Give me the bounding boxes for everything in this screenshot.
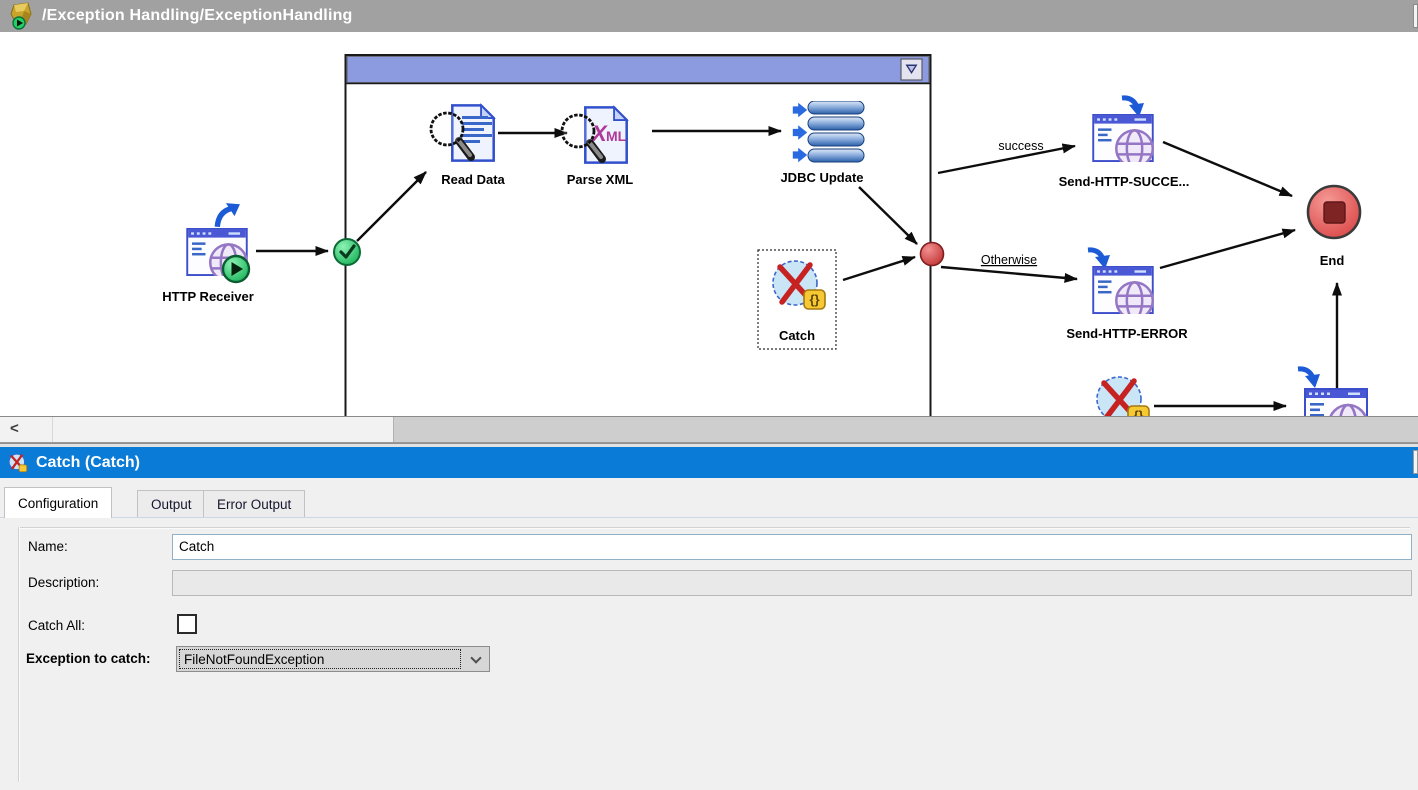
http-browser-icon bbox=[1304, 388, 1368, 416]
titlebar-corner-button[interactable] bbox=[1413, 4, 1418, 28]
description-label: Description: bbox=[28, 575, 100, 590]
panel-separator bbox=[0, 443, 1418, 447]
node-label: Send-HTTP-SUCCE... bbox=[1059, 174, 1190, 189]
svg-text:ML: ML bbox=[606, 128, 627, 144]
name-label: Name: bbox=[28, 539, 68, 554]
node-parse-xml[interactable]: X ML Parse XML bbox=[562, 106, 634, 187]
node-catch[interactable]: Catch bbox=[757, 249, 837, 350]
process-icon bbox=[10, 2, 32, 30]
tab-error-output[interactable]: Error Output bbox=[203, 490, 306, 517]
transition-catch-to-groupend[interactable] bbox=[842, 255, 916, 282]
node-read-data[interactable]: Read Data bbox=[431, 104, 506, 187]
transition-otherwise[interactable] bbox=[940, 265, 1078, 283]
node-send-http-error[interactable]: Send-HTTP-ERROR bbox=[1066, 250, 1188, 341]
play-badge-icon bbox=[221, 254, 251, 284]
inspector-title: Catch (Catch) bbox=[36, 453, 141, 471]
exception-dropdown[interactable]: FileNotFoundException bbox=[176, 646, 490, 672]
process-canvas: {} bbox=[0, 32, 1418, 416]
form-border-top bbox=[18, 527, 1410, 529]
node-http-receiver[interactable]: HTTP Receiver bbox=[162, 203, 254, 304]
node-label: Parse XML bbox=[567, 172, 634, 187]
group-end-icon[interactable] bbox=[919, 241, 945, 267]
transition-label-success[interactable]: success bbox=[998, 139, 1043, 153]
group-collapse-button[interactable] bbox=[900, 58, 923, 81]
http-browser-icon bbox=[1092, 266, 1154, 314]
svg-text:X: X bbox=[590, 121, 608, 146]
transition-success-to-end[interactable] bbox=[1162, 140, 1293, 198]
catch-icon bbox=[8, 453, 28, 472]
window-title: /Exception Handling/ExceptionHandling bbox=[42, 7, 353, 24]
description-input[interactable] bbox=[172, 570, 1412, 596]
node-label: End bbox=[1320, 253, 1345, 268]
starter-arrow-icon bbox=[217, 203, 240, 227]
transition-label-otherwise[interactable]: Otherwise bbox=[981, 253, 1037, 267]
node-bottom-catch[interactable] bbox=[1097, 377, 1149, 416]
tab-output[interactable]: Output bbox=[137, 490, 206, 517]
catch-icon bbox=[1097, 377, 1149, 416]
node-label: HTTP Receiver bbox=[162, 289, 254, 304]
exception-to-catch-label: Exception to catch: bbox=[26, 651, 151, 666]
chevron-down-icon[interactable] bbox=[462, 647, 489, 671]
catch-all-checkbox[interactable] bbox=[177, 614, 197, 634]
node-end[interactable]: End bbox=[1306, 184, 1362, 268]
exception-dropdown-value: FileNotFoundException bbox=[179, 649, 461, 669]
reply-arrow-icon bbox=[1298, 369, 1320, 388]
transition-error-to-end[interactable] bbox=[1159, 228, 1296, 270]
http-browser-icon bbox=[1092, 114, 1154, 162]
transition-start-to-readdata[interactable] bbox=[356, 171, 427, 242]
node-label: JDBC Update bbox=[780, 170, 863, 185]
inspector-corner-button[interactable] bbox=[1413, 450, 1418, 474]
window-titlebar: /Exception Handling/ExceptionHandling bbox=[0, 0, 1418, 32]
node-bottom-send-http[interactable] bbox=[1298, 369, 1368, 416]
node-send-http-success[interactable]: Send-HTTP-SUCCE... bbox=[1059, 98, 1190, 189]
transition-jdbc-to-groupend[interactable] bbox=[858, 186, 918, 245]
form-border-left bbox=[18, 527, 20, 782]
group-start-icon[interactable] bbox=[333, 238, 361, 266]
scrollbar-thumb[interactable] bbox=[52, 417, 394, 442]
transition-success[interactable] bbox=[937, 143, 1076, 175]
name-input[interactable]: Catch bbox=[172, 534, 1412, 560]
node-label: Read Data bbox=[441, 172, 505, 187]
horizontal-scrollbar[interactable]: < bbox=[0, 416, 1418, 443]
scrollbar-left-arrow-icon[interactable]: < bbox=[0, 417, 52, 442]
selection-outline bbox=[757, 249, 837, 350]
inspector-tabstrip: Configuration Output Error Output bbox=[0, 478, 1418, 518]
tab-configuration[interactable]: Configuration bbox=[4, 487, 113, 518]
node-label: Send-HTTP-ERROR bbox=[1066, 326, 1188, 341]
configuration-form: Name: Catch Description: Catch All: Exce… bbox=[0, 518, 1418, 790]
inspector-header: Catch (Catch) bbox=[0, 447, 1418, 478]
node-jdbc-update[interactable]: JDBC Update bbox=[780, 101, 865, 185]
node-label: Catch bbox=[779, 328, 815, 343]
catch-all-label: Catch All: bbox=[28, 618, 86, 633]
process-diagram: {} bbox=[162, 54, 1368, 416]
